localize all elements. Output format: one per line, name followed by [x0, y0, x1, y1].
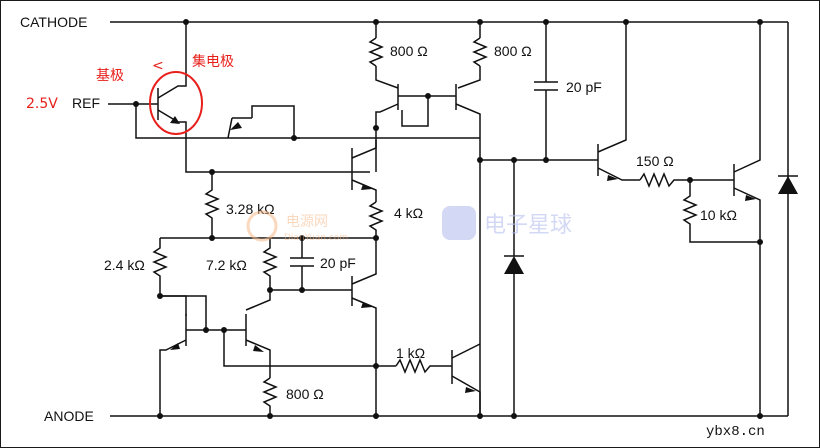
q1-emitter: [157, 109, 370, 173]
node-c-mid-top: [299, 235, 305, 241]
node-anode-1: [157, 413, 163, 419]
r-top-left: [368, 37, 384, 67]
base-annotation: 基极: [96, 67, 124, 84]
q-diff-right-arrow: [253, 345, 264, 352]
watermark-right-text: 电子星球: [484, 213, 572, 238]
q-drv-emitter: [597, 167, 640, 181]
r-72k-label: 7.2 kΩ: [206, 257, 247, 273]
r-4k: [368, 201, 384, 238]
lateral-emitter: [227, 117, 233, 139]
q-mirror-left-emitter: [375, 66, 399, 89]
collector-annotation: 集电极: [192, 53, 234, 70]
r-72k: [262, 238, 278, 290]
q-drv-arrow: [607, 175, 618, 181]
q-low-collector: [351, 238, 377, 285]
ref-voltage-label: 2.5V: [26, 96, 58, 112]
highlight-circle: [149, 71, 203, 135]
q-diff-right-emitter: [245, 339, 271, 378]
q-out-arrow: [465, 387, 476, 393]
cathode-label: CATHODE: [20, 14, 87, 30]
node-cathode-r2: [477, 19, 483, 25]
q-diff-left-emitter: [159, 339, 187, 416]
q-mirror-right-emitter: [457, 66, 481, 89]
lateral-arrow: [230, 122, 242, 130]
node-cathode-final: [757, 19, 763, 25]
c-mid-label: 20 pF: [320, 255, 356, 271]
node-anode-4: [477, 413, 483, 419]
anode-label: ANODE: [44, 408, 94, 424]
q-mid-arrow: [361, 184, 372, 190]
r-top-left-label: 800 Ω: [390, 43, 428, 59]
lateral-collector: [251, 105, 295, 138]
r-800-bottom-label: 800 Ω: [286, 386, 324, 402]
node-cathode-c: [543, 19, 549, 25]
node-cathode-drv: [623, 19, 629, 25]
site-credit: ybx8.cn: [706, 424, 765, 440]
q1-emitter-arrow: [170, 116, 180, 124]
watermark-left-logo: [246, 210, 278, 242]
node-anode-6: [757, 413, 763, 419]
wire-to-1k: [223, 330, 376, 367]
q-final-collector: [733, 22, 761, 173]
r-4k-label: 4 kΩ: [394, 205, 423, 221]
r-150-label: 150 Ω: [636, 153, 674, 169]
r-10k-label: 10 kΩ: [700, 207, 737, 223]
r-top-right: [472, 37, 488, 67]
diff-diode-left: [160, 295, 207, 330]
mirror-diode-wire: [401, 96, 429, 127]
node-anode-5: [511, 413, 517, 419]
node-anode-2: [267, 413, 273, 419]
node-1k: [373, 363, 379, 369]
node-c-mid-bottom: [299, 287, 305, 293]
q-final-emitter: [733, 187, 761, 416]
r-328k: [204, 172, 220, 238]
ref-feed-wire: [135, 104, 300, 139]
r-800-bottom: [262, 377, 278, 416]
c-top-label: 20 pF: [566, 79, 602, 95]
q-out-collector: [451, 343, 481, 359]
q-mid-emitter: [351, 179, 377, 202]
watermark-right: 电子星球: [442, 206, 572, 240]
q-low-arrow: [361, 302, 372, 308]
node-cathode-r1: [373, 19, 379, 25]
node-anode-3: [373, 413, 379, 419]
watermark-right-logo: [442, 206, 476, 240]
watermark-left-sub: DianYuan.com: [284, 233, 348, 243]
diode-right: [778, 176, 798, 194]
node-mirror-left: [373, 125, 379, 131]
q-diff-left-arrow: [170, 343, 180, 350]
r-24k: [152, 238, 168, 296]
r-top-right-label: 800 Ω: [494, 43, 532, 59]
q-drv-collector: [597, 22, 627, 153]
q-mid-collector: [351, 140, 377, 159]
q-low-emitter: [351, 297, 377, 416]
q-final-arrow: [745, 195, 756, 201]
watermark-left-text: 电源网: [286, 214, 328, 230]
q1-collector: [157, 22, 187, 99]
q-mirror-right-collector: [455, 103, 481, 416]
diode-left: [504, 256, 524, 274]
node-cathode-q1: [183, 19, 189, 25]
q-diff-left-collector: [160, 295, 187, 316]
watermark-left: 电源网 DianYuan.com: [246, 210, 348, 243]
r-1k-label: 1 kΩ: [396, 345, 425, 361]
q-out-emitter: [451, 375, 481, 416]
r-10k: [682, 180, 760, 243]
r-24k-label: 2.4 kΩ: [104, 257, 145, 273]
arrow-annotation: <: [152, 58, 164, 74]
r-150: [639, 172, 690, 188]
ref-label: REF: [72, 95, 100, 111]
r-1k: [395, 358, 452, 374]
q-diff-right-collector: [245, 290, 271, 311]
